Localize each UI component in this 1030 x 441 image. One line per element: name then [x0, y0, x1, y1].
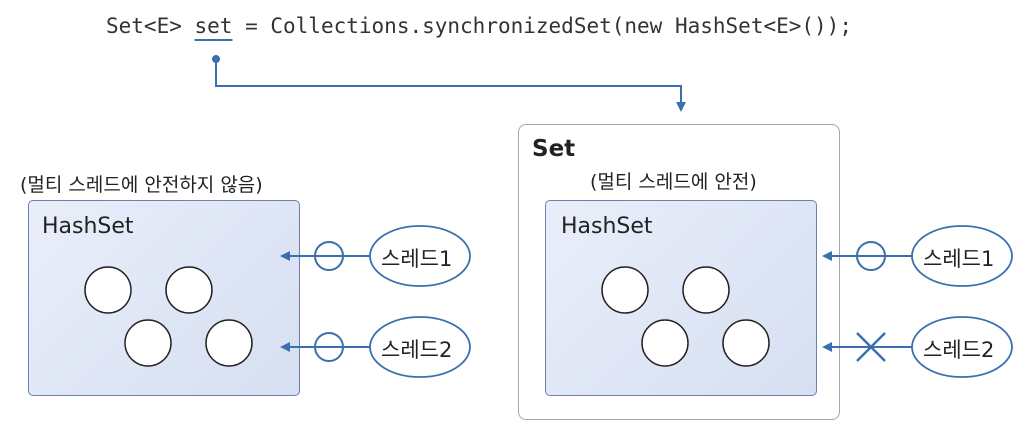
code-line: Set<E> set = Collections.synchronizedSet…: [106, 14, 852, 38]
left-element-3: [124, 319, 172, 367]
right-thread2-label: 스레드2: [923, 338, 995, 362]
left-thread2-label: 스레드2: [381, 338, 453, 362]
right-thread1-ellipse: [911, 225, 1013, 287]
left-thread2-arrow: [280, 332, 370, 362]
left-thread1-arrow: [280, 241, 370, 271]
code-type: Set<E>: [106, 14, 195, 38]
left-element-1: [84, 266, 132, 314]
right-thread2-blocked-arrow: [822, 332, 912, 362]
right-thread2-ellipse: [911, 316, 1013, 378]
left-element-2: [165, 266, 213, 314]
right-set-title: Set: [532, 136, 576, 162]
left-hashset-box: [28, 200, 300, 396]
right-thread1-label: 스레드1: [923, 247, 995, 271]
code-expression: = Collections.synchronizedSet(new HashSe…: [232, 14, 852, 38]
left-thread1-ellipse: [369, 225, 471, 287]
left-thread2-ellipse: [369, 316, 471, 378]
connector-arrow: [212, 55, 686, 112]
left-caption: (멀티 스레드에 안전하지 않음): [20, 174, 263, 196]
right-hashset-box: [545, 200, 817, 396]
right-element-2: [682, 266, 730, 314]
right-element-4: [722, 319, 770, 367]
left-element-4: [205, 319, 253, 367]
left-hashset-title: HashSet: [42, 214, 134, 239]
right-caption: (멀티 스레드에 안전): [590, 171, 757, 193]
left-thread1-label: 스레드1: [381, 247, 453, 271]
right-element-1: [601, 266, 649, 314]
right-element-3: [641, 319, 689, 367]
right-thread1-arrow: [822, 241, 912, 271]
code-variable: set: [194, 14, 233, 38]
right-hashset-title: HashSet: [561, 214, 653, 239]
